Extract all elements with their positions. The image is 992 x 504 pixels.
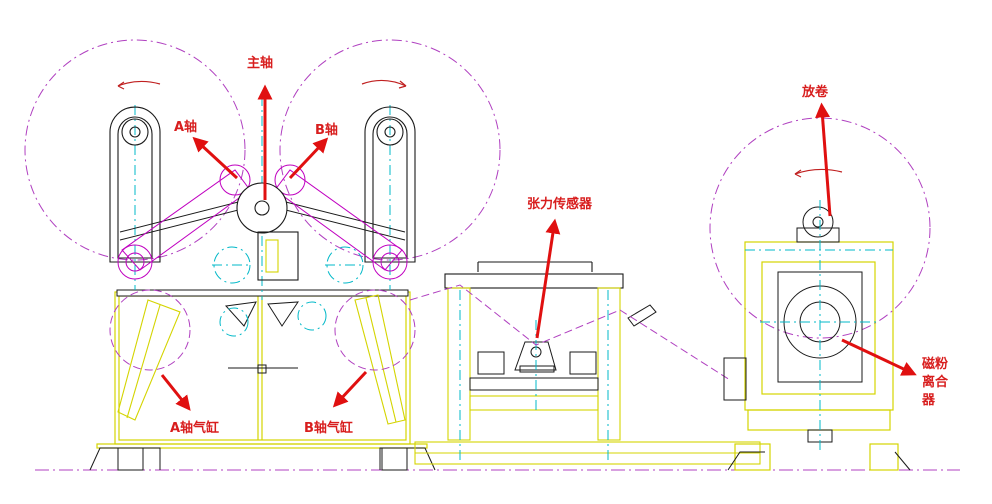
arrow-tension-sensor <box>535 218 561 339</box>
arrow-unwind <box>815 102 832 217</box>
roll-circle-small <box>109 289 416 371</box>
unwind-roll-circle <box>709 117 931 339</box>
tension-stand-frame <box>444 261 624 289</box>
label-a-shaft: A轴 <box>174 119 197 135</box>
tension-stand-detail <box>469 304 657 391</box>
label-main-shaft: 主轴 <box>247 55 273 71</box>
label-unwind: 放卷 <box>801 84 829 100</box>
winder-arm-a <box>109 106 161 263</box>
label-clutch-line3: 器 <box>921 393 936 408</box>
label-b-shaft: B轴 <box>315 122 338 138</box>
tension-centerlines <box>459 290 609 460</box>
main-shaft-hub <box>236 182 299 281</box>
arrow-a-shaft <box>192 136 239 180</box>
tension-stand-legs <box>414 287 761 465</box>
arrow-clutch <box>841 338 917 376</box>
label-clutch-line2: 离合 <box>922 374 949 390</box>
b-cylinder-body <box>354 294 406 425</box>
winder-centerlines <box>134 96 391 337</box>
winder-door-handles <box>224 301 299 327</box>
callout-arrows <box>160 84 917 411</box>
roll-circle-a <box>24 39 246 261</box>
label-b-cylinder: B轴气缸 <box>304 420 353 436</box>
arrow-b-shaft <box>288 137 329 180</box>
winder-arm-b <box>364 106 416 263</box>
label-clutch-line1: 磁粉 <box>922 356 948 372</box>
arrow-a-cylinder <box>160 374 191 411</box>
label-tension-sensor: 张力传感器 <box>527 196 593 212</box>
rotation-arrows <box>117 79 843 178</box>
label-a-cylinder: A轴气缸 <box>170 420 219 436</box>
arrow-b-cylinder <box>332 370 368 408</box>
web-path <box>409 284 731 381</box>
unwind-centerlines <box>745 200 893 450</box>
a-cylinder-body <box>117 299 181 421</box>
winder-roll-circles <box>24 39 501 261</box>
roll-circle-b <box>279 39 501 261</box>
